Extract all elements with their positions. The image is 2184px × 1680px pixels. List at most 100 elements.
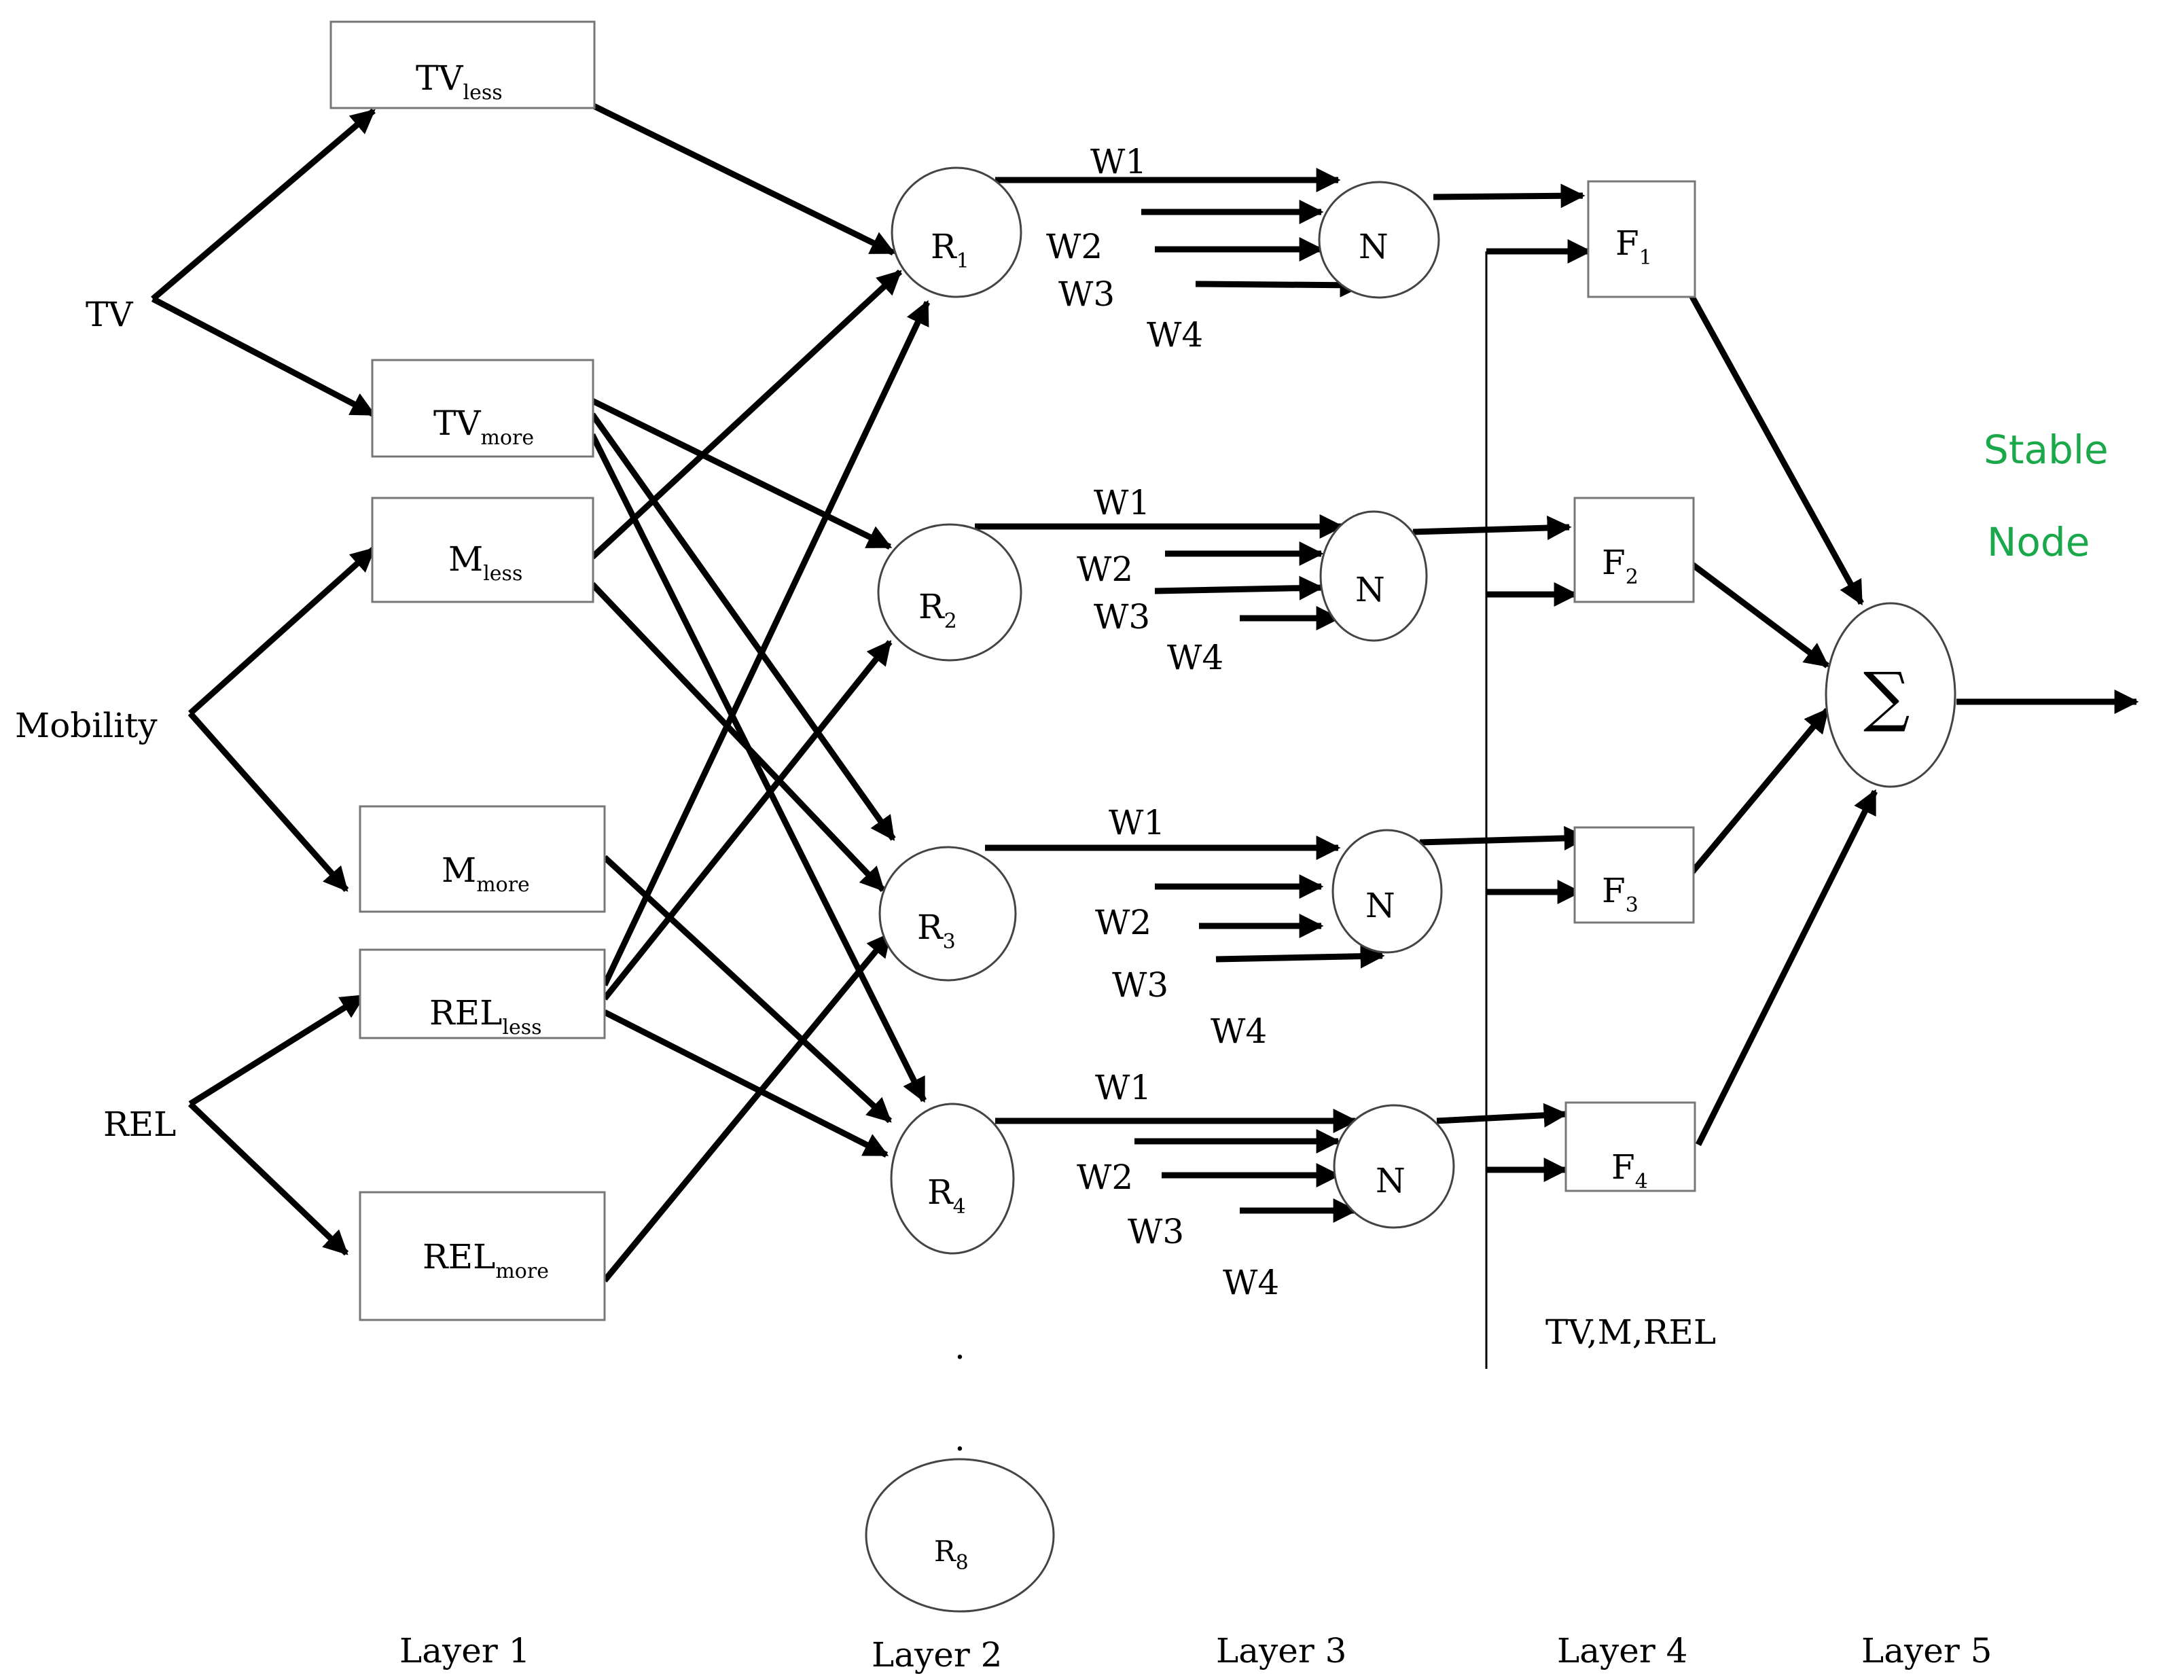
weight-label: W2 xyxy=(1095,903,1151,942)
svg-text:R1: R1 xyxy=(931,227,969,273)
layer-2-caption: Layer 2 xyxy=(872,1635,1002,1675)
weight-label: W4 xyxy=(1167,638,1223,677)
norm-to-output-arrows xyxy=(1412,183,1589,1128)
weight-label: W3 xyxy=(1128,1212,1184,1251)
rule-node-r2: R2 xyxy=(877,523,1022,662)
weights-r3: W1 W2 W3 W4 xyxy=(1095,803,1267,1051)
norm-node-3: N xyxy=(1331,829,1443,954)
rel-less-sub: less xyxy=(502,1016,541,1039)
output-box-f2: F2 xyxy=(1573,497,1695,603)
r3-main: R xyxy=(917,908,944,947)
svg-text:TVless: TVless xyxy=(416,58,503,105)
svg-text:Mless: Mless xyxy=(448,539,522,586)
sum-node: ∑ xyxy=(1825,602,1956,788)
ellipsis-dot-2: . xyxy=(954,1419,965,1459)
rule-node-r3: R3 xyxy=(878,846,1017,982)
m-more-sub: more xyxy=(476,873,530,897)
rule-node-r1: R1 xyxy=(891,166,1022,298)
weight-label: W1 xyxy=(1094,483,1150,522)
svg-text:R2: R2 xyxy=(918,587,957,633)
norm-node-4: N xyxy=(1333,1104,1455,1229)
weights-r1: W1 W2 W3 W4 xyxy=(1046,142,1203,355)
layer4-inputs-label: TV,M,REL xyxy=(1545,1312,1716,1352)
f4-sub: 4 xyxy=(1635,1170,1648,1194)
r3-sub: 3 xyxy=(943,930,956,954)
m-less-main: M xyxy=(448,539,483,579)
layer1-box-tv-less: TVless xyxy=(329,20,596,109)
f3-sub: 3 xyxy=(1626,893,1639,917)
weight-label: W2 xyxy=(1046,227,1103,266)
svg-text:F1: F1 xyxy=(1615,224,1652,270)
layer-5-caption: Layer 5 xyxy=(1861,1631,1992,1670)
weight-label: W4 xyxy=(1211,1012,1267,1051)
weight-label: W4 xyxy=(1223,1263,1279,1302)
svg-text:RELless: RELless xyxy=(429,993,542,1039)
input-arrows xyxy=(151,108,376,1256)
weight-label: W1 xyxy=(1095,1068,1151,1107)
layer1-box-rel-less: RELless xyxy=(359,948,606,1039)
f2-main: F xyxy=(1602,543,1626,582)
svg-text:TVmore: TVmore xyxy=(433,404,534,450)
norm-label: N xyxy=(1365,886,1395,925)
svg-text:RELmore: RELmore xyxy=(423,1237,549,1283)
input-mobility-label: Mobility xyxy=(15,706,158,745)
norm-label: N xyxy=(1376,1161,1406,1200)
svg-text:R8: R8 xyxy=(934,1535,969,1575)
r8-main: R xyxy=(934,1535,956,1568)
output-box-f1: F1 xyxy=(1587,180,1696,298)
rule-node-r4: R4 xyxy=(890,1103,1015,1255)
rule-node-r8: R8 xyxy=(865,1458,1055,1613)
f1-sub: 1 xyxy=(1639,246,1652,270)
svg-text:R4: R4 xyxy=(927,1173,966,1219)
stable-node-label-line2: Node xyxy=(1987,519,2090,565)
layer-4-caption: Layer 4 xyxy=(1557,1631,1687,1670)
output-box-f3: F3 xyxy=(1573,826,1695,924)
weight-label: W3 xyxy=(1058,274,1115,314)
weight-label: W3 xyxy=(1112,965,1168,1005)
norm-label: N xyxy=(1355,570,1385,609)
output-to-sum-arrows xyxy=(1689,293,1878,1147)
layer1-box-m-more: Mmore xyxy=(359,805,606,913)
norm-node-1: N xyxy=(1318,181,1440,299)
layer4-input-arrows xyxy=(1486,239,1592,1182)
r8-sub: 8 xyxy=(956,1551,969,1575)
weight-label: W1 xyxy=(1090,142,1147,181)
r1-sub: 1 xyxy=(956,249,969,273)
weight-label: W2 xyxy=(1077,550,1133,589)
weights-r4: W1 W2 W3 W4 xyxy=(1077,1068,1279,1302)
m-more-main: M xyxy=(442,851,476,890)
layer-1-caption: Layer 1 xyxy=(399,1631,530,1670)
svg-text:F4: F4 xyxy=(1611,1147,1648,1194)
layer-3-caption: Layer 3 xyxy=(1216,1631,1346,1670)
layer1-box-rel-more: RELmore xyxy=(359,1191,606,1321)
rel-more-sub: more xyxy=(495,1259,549,1283)
svg-text:R3: R3 xyxy=(917,908,956,954)
input-rel-label: REL xyxy=(103,1105,176,1144)
svg-text:F2: F2 xyxy=(1602,543,1639,589)
layer1-to-rule-arrows xyxy=(589,102,931,1283)
f4-main: F xyxy=(1611,1147,1635,1187)
m-less-sub: less xyxy=(483,562,522,586)
r4-main: R xyxy=(927,1173,954,1212)
weight-label: W2 xyxy=(1077,1158,1133,1197)
tv-more-sub: more xyxy=(480,426,534,450)
weight-label: W4 xyxy=(1147,315,1203,355)
weight-label: W1 xyxy=(1109,803,1165,842)
norm-node-2: N xyxy=(1319,510,1428,642)
sum-symbol: ∑ xyxy=(1863,658,1910,734)
svg-text:Mmore: Mmore xyxy=(442,851,530,897)
ellipsis-dot-1: . xyxy=(954,1327,965,1367)
r2-main: R xyxy=(918,587,945,626)
norm-label: N xyxy=(1359,227,1389,266)
svg-text:F3: F3 xyxy=(1602,871,1639,917)
tv-less-main: TV xyxy=(416,58,463,98)
rel-more-main: REL xyxy=(423,1237,495,1276)
input-tv-label: TV xyxy=(86,295,133,334)
layer1-box-m-less: Mless xyxy=(371,497,594,603)
stable-node-label-line1: Stable xyxy=(1984,427,2109,473)
rel-less-main: REL xyxy=(429,993,502,1033)
tv-more-main: TV xyxy=(433,404,481,443)
r4-sub: 4 xyxy=(953,1195,966,1219)
output-box-f4: F4 xyxy=(1564,1101,1696,1194)
